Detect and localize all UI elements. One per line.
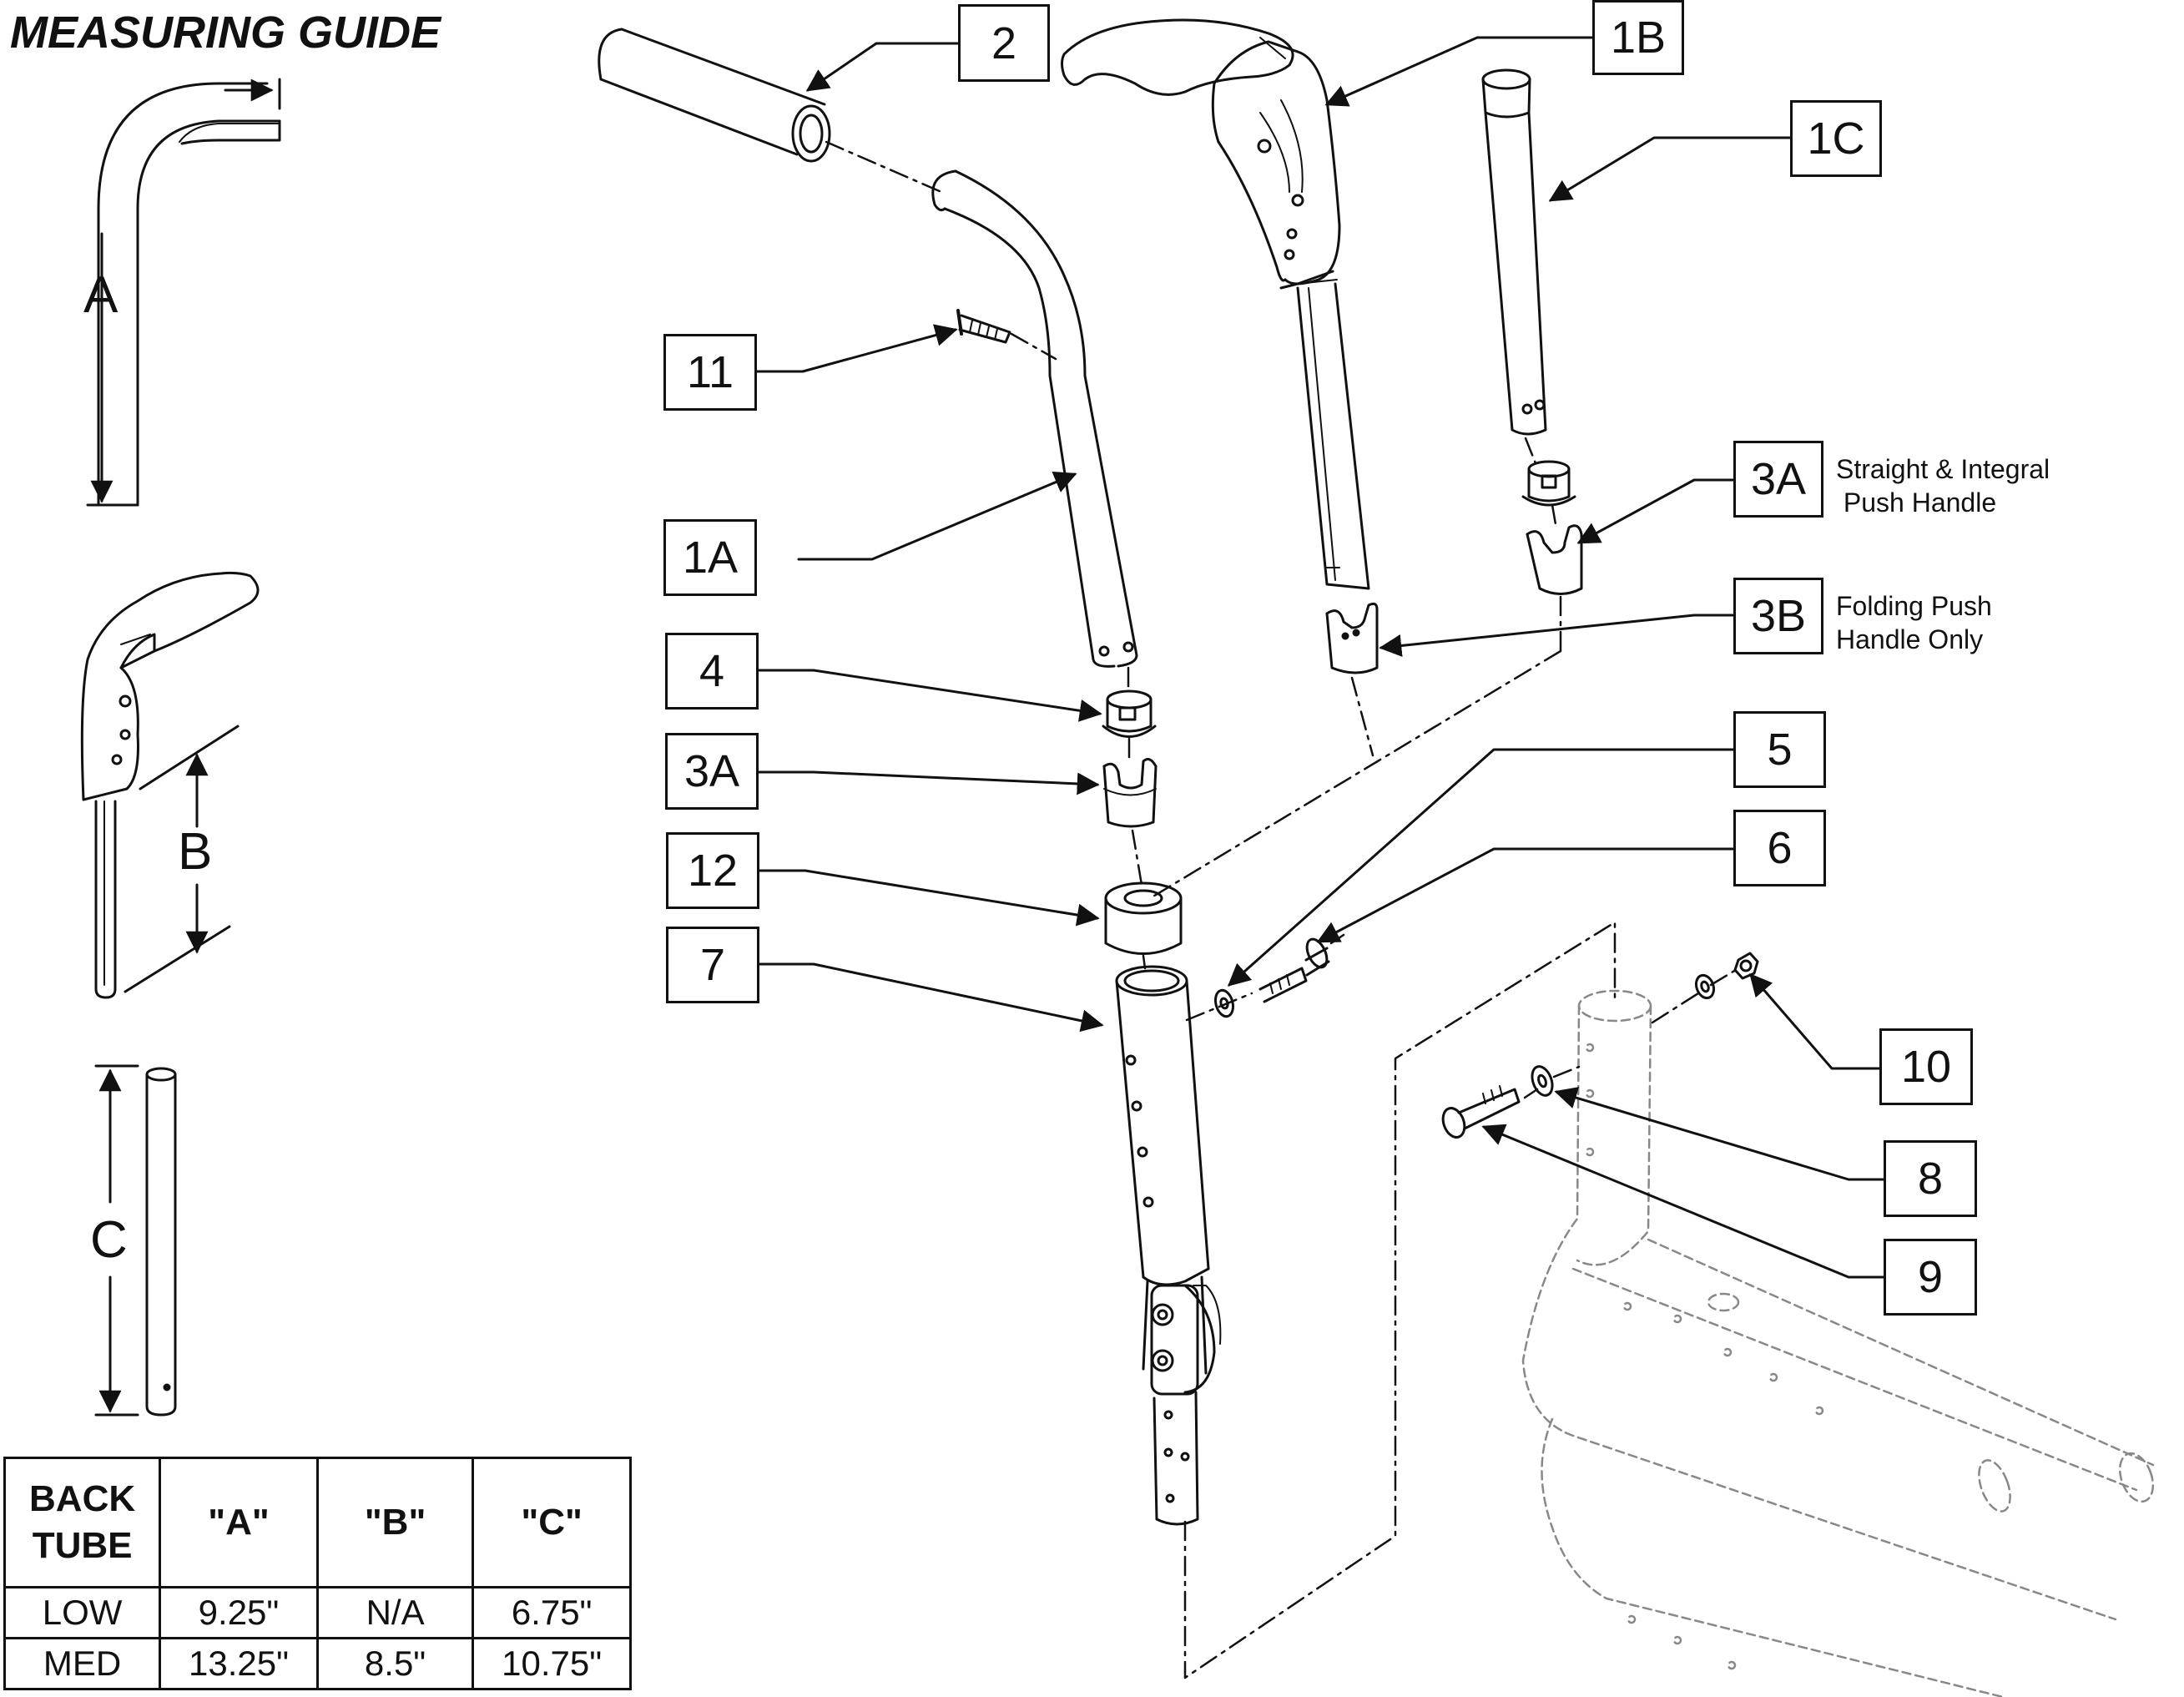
callout-2: 2 <box>958 4 1050 82</box>
guide-straight-tube <box>145 1067 177 1417</box>
part-1a-bent-tube <box>931 169 1138 668</box>
table-cell: MED <box>3 1637 162 1690</box>
note-3b: Folding Push Handle Only <box>1836 591 1992 654</box>
callout-6: 6 <box>1733 810 1826 886</box>
table-header-c: "C" <box>472 1457 632 1588</box>
callout-1b: 1B <box>1592 0 1684 75</box>
dimension-a-label: A <box>83 266 119 324</box>
callout-9: 9 <box>1884 1239 1977 1316</box>
leader-lines <box>724 36 1885 1279</box>
note-3a: Straight & Integral Push Handle <box>1836 454 2050 518</box>
part-3a-sleeve-right <box>1521 460 1583 595</box>
part-4-plug <box>1102 689 1157 738</box>
part-5-washer <box>1213 988 1235 1018</box>
callout-7: 7 <box>666 927 759 1003</box>
table-cell: 6.75" <box>472 1586 632 1639</box>
part-1c-straight-tube <box>1481 68 1547 436</box>
table-cell: LOW <box>3 1586 162 1639</box>
callout-1a: 1A <box>663 519 757 596</box>
table-row: LOW 9.25" N/A 6.75" <box>3 1586 632 1639</box>
table-header-row: BACK TUBE "A" "B" "C" <box>3 1457 632 1588</box>
table-header-a: "A" <box>159 1457 319 1588</box>
part-9-bolt <box>1441 1085 1521 1139</box>
part-7-receiver-tube <box>1115 965 1222 1526</box>
callout-3a-right: 3A <box>1733 441 1823 518</box>
callout-4: 4 <box>665 633 759 710</box>
callout-10: 10 <box>1879 1028 1973 1105</box>
table-row: MED 13.25" 8.5" 10.75" <box>3 1637 632 1690</box>
table-cell: N/A <box>315 1586 475 1639</box>
guide-bent-tube <box>97 79 281 507</box>
table-cell: 9.25" <box>159 1586 319 1639</box>
part-8-washer <box>1531 1065 1554 1097</box>
part-3b-sleeve <box>1325 602 1379 674</box>
callout-11: 11 <box>663 334 757 411</box>
part-12-bushing <box>1104 881 1183 955</box>
callout-5: 5 <box>1733 711 1826 788</box>
dimension-c-label: C <box>90 1211 128 1269</box>
part-2-grip <box>598 28 831 163</box>
part-3a-sleeve-left <box>1102 758 1158 828</box>
table-cell: 10.75" <box>472 1637 632 1690</box>
callout-1c: 1C <box>1790 100 1882 177</box>
callout-8: 8 <box>1884 1140 1977 1217</box>
assembly-center-lines <box>825 140 1738 1679</box>
guide-folding-handle <box>80 571 260 999</box>
callout-3b: 3B <box>1733 578 1823 654</box>
frame-context <box>1521 989 2155 1697</box>
dimension-b-label: B <box>178 823 213 881</box>
dimension-b <box>124 725 240 993</box>
measuring-guide-title: MEASURING GUIDE <box>10 8 441 58</box>
table-cell: 8.5" <box>315 1637 475 1690</box>
part-6-bolt <box>1258 937 1330 1003</box>
back-tube-size-table: BACK TUBE "A" "B" "C" LOW 9.25" N/A 6.75… <box>3 1457 632 1690</box>
table-header-back-tube: BACK TUBE <box>3 1457 162 1588</box>
table-cell: 13.25" <box>159 1637 319 1690</box>
part-11-screw <box>956 309 1011 344</box>
dimension-a <box>86 78 281 507</box>
callout-12: 12 <box>666 832 759 909</box>
part-1b-folding-handle <box>1061 18 1370 590</box>
dimension-c <box>94 1064 139 1417</box>
table-header-b: "B" <box>315 1457 475 1588</box>
callout-3a-left: 3A <box>665 733 759 810</box>
